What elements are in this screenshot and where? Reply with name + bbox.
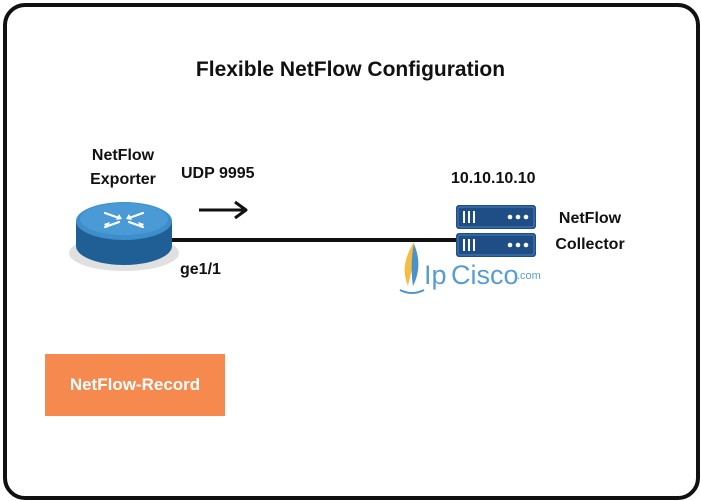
arrow-right-icon [199, 200, 248, 220]
diagram-title: Flexible NetFlow Configuration [195, 58, 506, 81]
router-icon [69, 202, 179, 271]
watermark-com: .com [517, 270, 541, 282]
diagram-frame [3, 3, 700, 500]
ipcisco-logo: Ip Cisco .com [399, 242, 541, 294]
watermark-cisco: Cisco [451, 260, 519, 290]
exporter-label-line1: NetFlow [91, 147, 155, 164]
collector-label-line2: Collector [555, 236, 625, 253]
collector-label: NetFlow Collector [546, 206, 634, 258]
watermark-ip: Ip [424, 260, 447, 290]
server-icon [456, 205, 536, 257]
netflow-record-box: NetFlow-Record [45, 354, 225, 416]
netflow-record-label: NetFlow-Record [69, 375, 201, 394]
collector-label-line1: NetFlow [558, 210, 622, 227]
exporter-label: NetFlow Exporter [78, 144, 168, 192]
collector-ip-label: 10.10.10.10 [451, 170, 536, 187]
protocol-label: UDP 9995 [181, 165, 255, 182]
interface-label: ge1/1 [180, 261, 221, 278]
exporter-label-line2: Exporter [90, 171, 156, 188]
